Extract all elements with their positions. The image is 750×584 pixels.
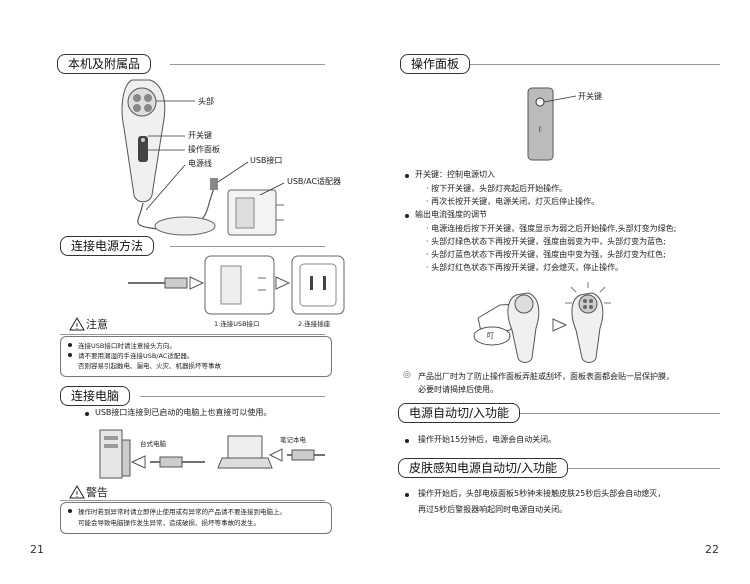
section-title-computer: 连接电脑 [60,386,131,406]
label-usb: USB接口 [250,156,283,165]
note-icon: ◎ [403,370,411,380]
computer-bullet: USB接口连接到已启动的电脑上也直接可以使用。 [95,408,272,417]
label-cord: 电源线 [188,159,212,168]
page-number-right: 22 [705,543,719,556]
warning-box [60,502,332,534]
label-power-key: 开关键 [188,131,212,140]
panel-item-1-sub: · 按下开关键，头部灯亮起后开始操作。 [426,184,568,193]
caution-line: 否则容易引起触电、漏电、火灾、机器损坏等事故 [78,362,221,370]
panel-item-2-sub: · 头部灯蓝色状态下再按开关键，强度由中变为强，头部灯变为红色; [426,250,666,259]
label-adapter: USB/AC适配器 [287,177,342,186]
divider [170,246,325,247]
caption-usb: 1.连接USB接口 [214,320,260,328]
divider [170,64,325,65]
label-desktop: 台式电脑 [140,440,166,448]
label-laptop: 笔记本电 [280,436,306,444]
svg-text:ℓ: ℓ [538,125,542,135]
skin-sense-line: 再过5秒后警报器响起同时电源自动关闭。 [418,505,568,514]
bullet-dot [405,214,409,218]
caution-box [60,336,332,377]
auto-power-bullet: 操作开始15分钟后，电源会自动关闭。 [418,435,557,444]
panel-item-2-sub: · 头部灯绿色状态下再按开关键，强度由弱变为中，头部灯变为蓝色; [426,237,666,246]
caution-line: 连接USB接口时请注意接头方向。 [78,342,176,350]
warning-title: 警告 [86,486,108,499]
bullet-dot [405,174,409,178]
warning-line: 可能会导致电脑操作发生异常，造成破损、损坏等事故的发生。 [78,519,260,527]
divider [60,500,325,501]
note-line: 产品出厂时为了防止操作面板弄脏或刮坏，面板表面都会贴一层保护膜， [418,372,674,381]
bullet-dot [405,439,409,443]
caption-socket: 2.连接插座 [298,320,331,328]
section-title-accessories: 本机及附属品 [57,54,152,74]
svg-text:!: ! [75,322,78,331]
section-title-power: 连接电源方法 [60,236,155,256]
svg-text:!: ! [75,490,78,499]
divider [520,413,720,414]
skin-sense-line: 操作开始后，头部电极面板5秒钟未接触皮肤25秒后头部会自动熄灭， [418,489,666,498]
divider [140,396,325,397]
warning-icon: ! [69,485,85,499]
label-power-key-panel: 开关键 [578,92,602,101]
page-number-left: 21 [30,543,44,556]
section-title-panel: 操作面板 [400,54,471,74]
bullet-dot [68,509,72,513]
panel-item-2-sub: · 头部灯红色状态下再按开关键，灯会熄灭，停止操作。 [426,263,624,272]
bullet-dot [68,353,72,357]
bullet-dot [85,412,89,416]
panel-item-1-sub: · 再次长按开关键，电源关闭，灯灭后停止操作。 [426,197,600,206]
divider [566,468,720,469]
warning-line: 操作时若到异常时请立即停止使用或有异常的产品请不要连接到电脑上。 [78,508,286,516]
beep-callout: 叮 [487,332,494,340]
panel-item-1: 开关键：控制电源切入 [415,170,495,179]
divider [470,64,720,65]
caution-icon: ! [69,317,85,331]
label-head: 头部 [198,97,214,106]
caution-title: 注意 [86,318,108,331]
label-panel: 操作面板 [188,145,220,154]
divider [60,334,325,335]
bullet-dot [405,493,409,497]
section-title-auto-power: 电源自动切/入功能 [398,403,521,423]
caution-line: 请不要用潮湿的手连接USB/AC适配器。 [78,352,194,360]
panel-item-2: 输出电流强度的调节 [415,210,487,219]
note-line: 必要时请揭掉后使用。 [418,385,498,394]
bullet-dot [68,343,72,347]
panel-item-2-sub: · 电源连接后按下开关键，强度显示为弱之后开始操作,头部灯变为绿色; [426,224,677,233]
section-title-skin-sense: 皮肤感知电源自动切/入功能 [398,458,569,478]
